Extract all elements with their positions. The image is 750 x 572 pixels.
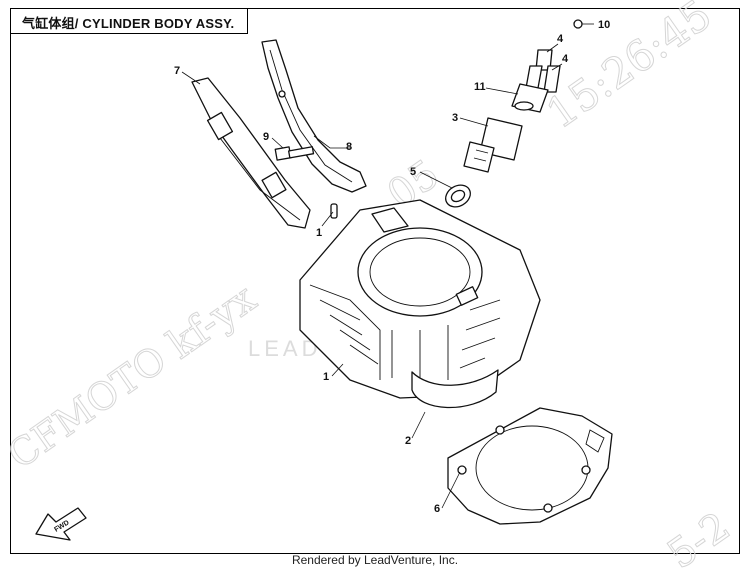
cam-chain-tensioner-assembly [463, 19, 583, 173]
callout-3: 3 [452, 112, 458, 124]
diagram-frame [10, 8, 740, 554]
title-box [10, 8, 248, 34]
tensioner-guide-part [261, 39, 367, 193]
callout-labels: 10 4 4 7 11 3 9 8 5 1 1 2 6 [174, 19, 610, 515]
chain-guide-part [191, 77, 311, 229]
callout-1b: 1 [323, 371, 329, 383]
callout-2: 2 [405, 435, 411, 447]
footer-credit: Rendered by LeadVenture, Inc. [291, 553, 459, 567]
callout-5: 5 [410, 166, 416, 178]
watermark-time: 15:26:45 [538, 0, 721, 138]
callout-1a: 1 [316, 227, 322, 239]
callout-6: 6 [434, 503, 440, 515]
bolt-part [274, 146, 315, 161]
callout-11: 11 [474, 81, 486, 93]
callout-8: 8 [346, 141, 352, 153]
cylinder-base-gasket-part [447, 407, 613, 525]
callout-9: 9 [263, 131, 269, 143]
fwd-arrow-icon: FWD [35, 507, 87, 541]
callout-7: 7 [174, 65, 180, 77]
callout-4b: 4 [562, 53, 569, 65]
leader-lines [181, 23, 594, 509]
watermark-brand: CFMOTO [0, 337, 174, 477]
page-title: 气缸体组/ CYLINDER BODY ASSY. [22, 16, 235, 31]
dowel-pin-upper [330, 203, 338, 219]
cylinder-body-part [299, 199, 541, 409]
callout-4a: 4 [557, 33, 564, 45]
callout-10: 10 [598, 19, 610, 31]
tensioner-gasket-part [445, 184, 471, 208]
